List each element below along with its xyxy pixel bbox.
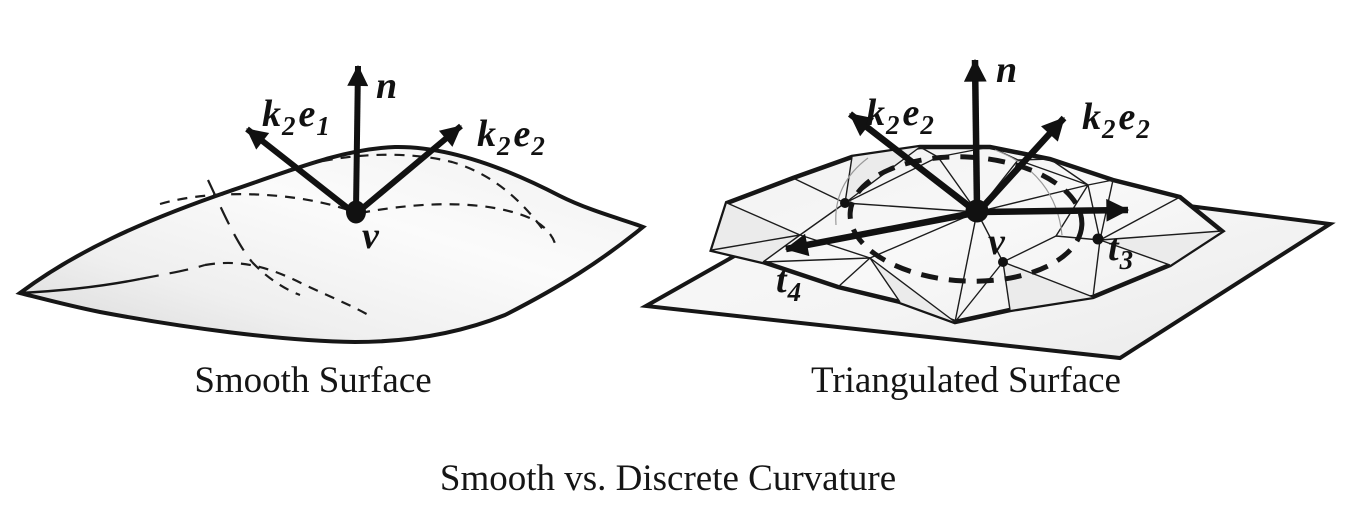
curvature-line-through-v-right (359, 203, 558, 248)
vertex-dot (965, 199, 989, 223)
vertex-label: v (362, 215, 380, 257)
curvature-disk-dashed (847, 154, 1085, 284)
t3-label: t3 (1108, 227, 1133, 275)
k2e2-left-arrow (848, 111, 976, 213)
triangulated-surface-diagram: k2e2 k2e2 n v t3 t4 Triangulated Surface (639, 49, 1336, 401)
k2e1-arrow (245, 126, 356, 216)
k2e1-label: k2e1 (262, 93, 330, 141)
figure-caption: Smooth vs. Discrete Curvature (440, 458, 896, 499)
curvature-line-top-arc (287, 153, 545, 232)
curvature-line-diagonal-hidden (207, 179, 253, 263)
triangulated-surface-caption: Triangulated Surface (811, 360, 1121, 401)
vertex-label: v (988, 221, 1006, 263)
k2e2-label: k2e2 (477, 113, 545, 161)
normal-label: n (996, 49, 1017, 91)
t4-label: t4 (776, 259, 801, 307)
normal-arrow (963, 58, 987, 209)
curvature-line-through-v-left (159, 193, 355, 214)
mesh-vertex-dot (998, 257, 1008, 267)
t3-arrow (979, 198, 1130, 222)
t4-arrow (784, 209, 975, 257)
crease-hidden-line (139, 263, 206, 281)
smooth-sheet (15, 144, 647, 345)
smooth-bump-hint-right (994, 149, 1063, 236)
normal-label: n (376, 65, 397, 107)
curvature-line-diagonal (251, 261, 301, 297)
k2e2-right-arrow (977, 115, 1067, 213)
normal-arrow (347, 64, 369, 211)
mesh-sheet (709, 144, 1226, 325)
k2e2-arrow (356, 123, 463, 215)
smooth-surface-diagram: k2e1 k2e2 n v Smooth Surface (15, 64, 647, 401)
smooth-bump-hint-left (835, 157, 869, 226)
vertex-dot (346, 200, 366, 224)
mesh-vertex-dot (1092, 233, 1104, 245)
k2e2-left-label: k2e2 (866, 92, 934, 140)
smooth-surface-caption: Smooth Surface (194, 360, 431, 401)
k2e2-right-label: k2e2 (1082, 96, 1150, 144)
sheet-fold-crease (19, 277, 141, 295)
mesh-vertex-dot (840, 198, 850, 208)
